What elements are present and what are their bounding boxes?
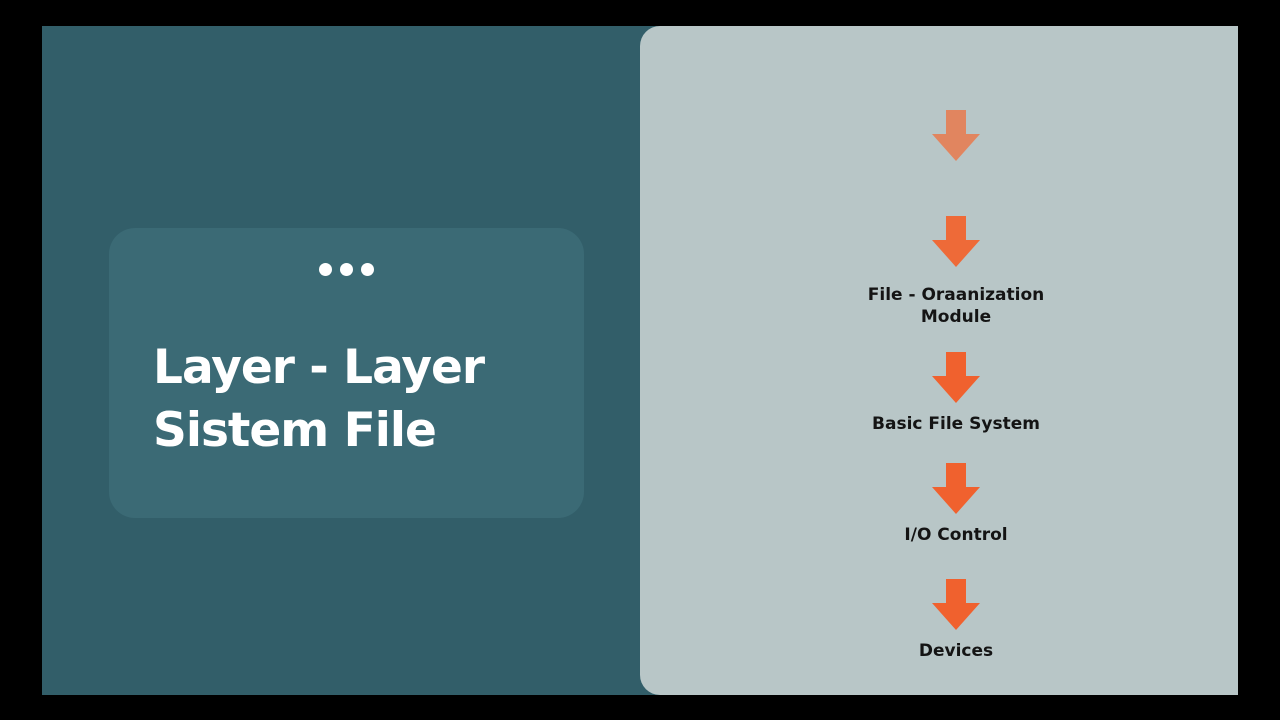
title-card: Layer - Layer Sistem File [109,228,584,518]
layer-diagram-panel: File - Oraanization Module Basic File Sy… [640,26,1238,695]
slide: Layer - Layer Sistem File File - Oraaniz… [42,26,1238,695]
slide-title-line-2: Sistem File [153,403,437,458]
slide-title: Layer - Layer Sistem File [153,336,563,462]
layer-label-file-organization: File - Oraanization Module [867,285,1045,327]
arrow-down-icon [930,216,982,268]
layer-label-basic-file-system: Basic File System [872,414,1040,434]
arrow-down-icon [930,579,982,631]
layer-label-io-control: I/O Control [904,525,1008,545]
dot [340,263,353,276]
slide-title-line-1: Layer - Layer [153,340,485,395]
arrow-down-icon [930,110,982,162]
arrow-down-icon [930,352,982,404]
layer-label-devices: Devices [918,641,994,661]
ellipsis-icon [319,263,374,276]
dot [319,263,332,276]
arrow-down-icon [930,463,982,515]
dot [361,263,374,276]
